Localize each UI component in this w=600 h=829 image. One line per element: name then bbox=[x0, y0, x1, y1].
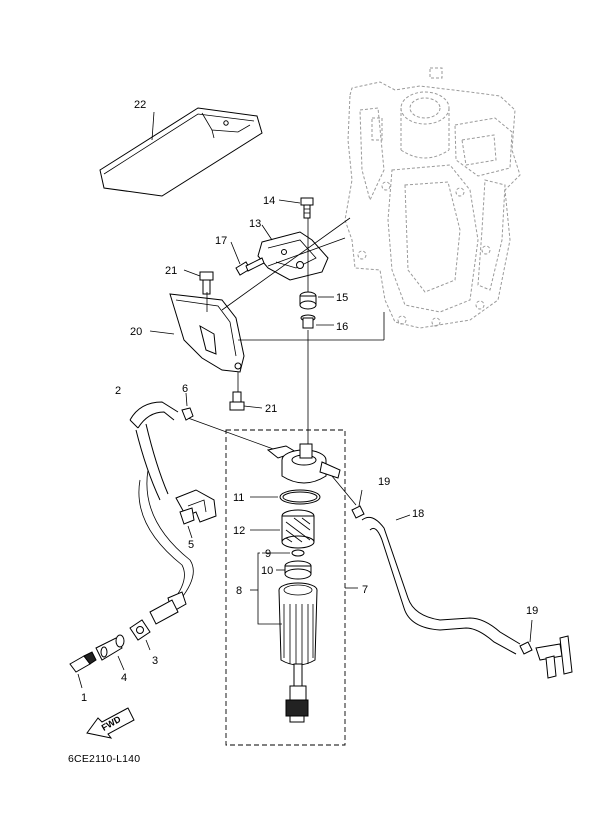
filter-bowl-part-8 bbox=[250, 552, 318, 723]
callout-4: 4 bbox=[121, 672, 127, 684]
callout-2: 2 bbox=[115, 385, 121, 397]
callout-15: 15 bbox=[336, 292, 348, 304]
callout-14: 14 bbox=[263, 195, 275, 207]
callout-21-lower: 21 bbox=[265, 403, 277, 415]
float-part-10 bbox=[276, 560, 312, 580]
hose-part-18 bbox=[361, 514, 521, 655]
bolt-part-14 bbox=[300, 197, 314, 219]
clip-part-19-lower bbox=[519, 619, 533, 655]
plug-part-1 bbox=[69, 651, 97, 689]
pouch-part-22 bbox=[99, 107, 263, 197]
callout-19-lower: 19 bbox=[526, 605, 538, 617]
callout-16: 16 bbox=[336, 321, 348, 333]
callout-7: 7 bbox=[362, 584, 368, 596]
callout-labels: 1 2 3 4 5 6 7 8 9 10 11 12 13 14 15 16 1… bbox=[81, 99, 538, 704]
callout-3: 3 bbox=[152, 655, 158, 667]
bracket-plate-part-20 bbox=[169, 293, 245, 373]
t-joint bbox=[535, 635, 573, 679]
callout-17: 17 bbox=[215, 235, 227, 247]
callout-10: 10 bbox=[261, 565, 273, 577]
callout-1: 1 bbox=[81, 692, 87, 704]
fitting-part-4 bbox=[95, 634, 125, 671]
callout-6: 6 bbox=[182, 383, 188, 395]
callout-5: 5 bbox=[188, 539, 194, 551]
callout-20: 20 bbox=[130, 326, 142, 338]
callout-11: 11 bbox=[233, 492, 244, 504]
callout-21-upper: 21 bbox=[165, 265, 177, 277]
engine-block-outline bbox=[344, 67, 521, 329]
filter-head bbox=[266, 443, 341, 484]
bolt-part-21-upper bbox=[199, 271, 214, 295]
bracket-part-13 bbox=[257, 231, 329, 281]
diagram-code: 6CE2110-L140 bbox=[68, 753, 140, 765]
callout-19-upper: 19 bbox=[378, 476, 390, 488]
washer-part-9 bbox=[262, 549, 305, 557]
callout-22: 22 bbox=[134, 99, 146, 111]
filter-assembly-box-part-7 bbox=[225, 429, 346, 746]
hose-part-2 bbox=[129, 401, 194, 625]
grommet-part-15 bbox=[299, 291, 317, 310]
callout-13: 13 bbox=[249, 218, 261, 230]
filter-element-part-12 bbox=[250, 509, 315, 549]
holder-part-5 bbox=[175, 489, 217, 539]
callout-12: 12 bbox=[233, 525, 245, 537]
callout-9: 9 bbox=[265, 548, 271, 560]
collar-part-16 bbox=[300, 314, 316, 329]
clip-part-19-upper bbox=[351, 489, 365, 519]
fwd-direction-arrow bbox=[86, 707, 135, 739]
bolt-part-17 bbox=[235, 257, 265, 276]
bolt-part-21-lower bbox=[229, 391, 245, 411]
o-ring-part-11 bbox=[250, 489, 321, 505]
clip-part-6 bbox=[181, 392, 194, 421]
callout-18: 18 bbox=[412, 508, 424, 520]
callout-8: 8 bbox=[236, 585, 242, 597]
fitting-part-3 bbox=[129, 619, 151, 651]
